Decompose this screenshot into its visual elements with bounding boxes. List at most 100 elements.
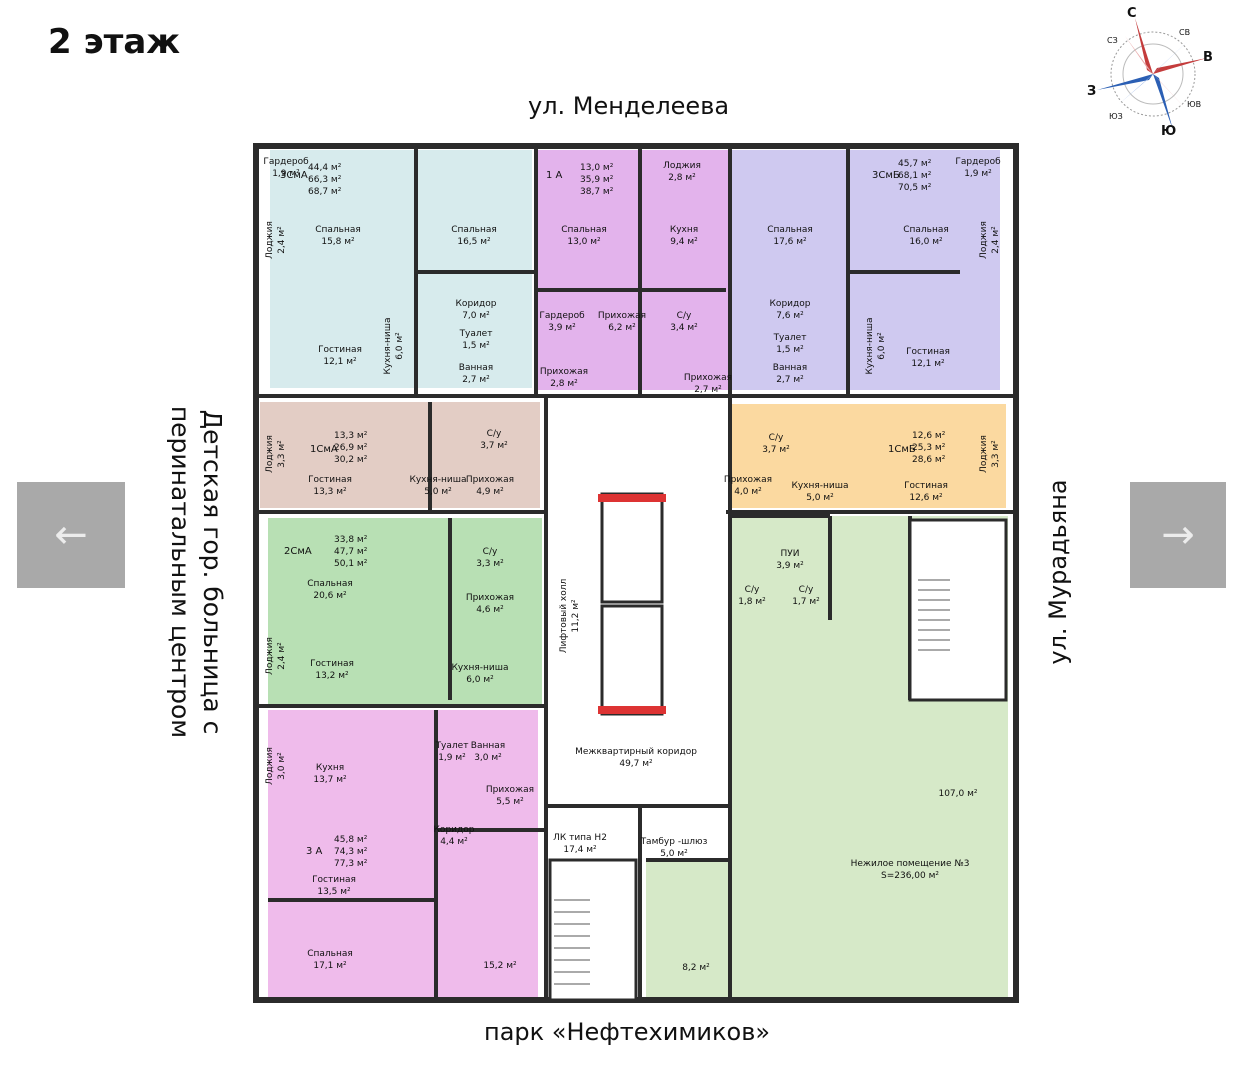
compass-north-label: С <box>1127 6 1137 21</box>
room-area: 6,2 м² <box>608 323 636 333</box>
room-name: Лифтовый холл <box>559 579 569 654</box>
room-area: 17,1 м² <box>313 961 347 971</box>
floor-title: 2 этаж <box>48 22 181 62</box>
room-name: С/у <box>677 311 692 321</box>
room-name: Ванная <box>773 363 807 373</box>
room-name: Гостиная <box>906 347 950 357</box>
apartment-2cma-area-3: 50,1 м² <box>334 559 368 569</box>
room-name: Спальная <box>451 225 497 235</box>
room-name: Лоджия <box>265 435 275 473</box>
apartment-3cma-area-2: 66,3 м² <box>308 175 342 185</box>
room-area: 3,3 м² <box>277 440 287 468</box>
room-name: ЛК типа Н2 <box>553 833 607 843</box>
room-name: Кухня-ниша <box>865 317 875 374</box>
room-area: 20,6 м² <box>313 591 347 601</box>
room-name: Туалет <box>435 741 469 751</box>
room-name: Гостиная <box>904 481 948 491</box>
street-bottom-label: парк «Нефтехимиков» <box>484 1018 771 1046</box>
room-area: 3,7 м² <box>762 445 790 455</box>
room-area: 2,4 м² <box>277 642 287 670</box>
room-name: Туалет <box>459 329 493 339</box>
apartment-1cma-type: 1СмА <box>310 444 338 455</box>
room-area: 17,4 м² <box>563 845 597 855</box>
room-area: 2,4 м² <box>991 226 1001 254</box>
room-area: 4,6 м² <box>476 605 504 615</box>
room-area: 5,5 м² <box>496 797 524 807</box>
room-area: 3,3 м² <box>476 559 504 569</box>
room-area: 1,5 м² <box>776 345 804 355</box>
room-name: Гостиная <box>310 659 354 669</box>
compass-ne-label: СВ <box>1179 28 1191 37</box>
compass-icon <box>1097 18 1207 130</box>
apartment-1cma-fill <box>260 402 540 508</box>
room-area: 13,5 м² <box>317 887 351 897</box>
street-right-label: ул. Мурадьяна <box>1044 479 1072 665</box>
room-area: 11,2 м² <box>571 599 581 633</box>
room-name: Прихожая <box>724 475 772 485</box>
apartment-3cma-area-1: 44,4 м² <box>308 163 342 173</box>
room-area: 13,0 м² <box>567 237 601 247</box>
compass-east-label: В <box>1203 50 1213 65</box>
apartment-3cma-type: 3СмА <box>280 170 308 181</box>
elevator-shaft <box>598 492 666 716</box>
room-area: 2,7 м² <box>694 385 722 395</box>
arrow-left-icon: ← <box>54 512 88 558</box>
apartment-3a-area-1: 45,8 м² <box>334 835 368 845</box>
street-left-label: Детская гор. больница с перинатальным це… <box>166 405 227 739</box>
apartment-1a-area-1: 13,0 м² <box>580 163 614 173</box>
room-name: Прихожая <box>684 373 732 383</box>
room-area: 2,7 м² <box>462 375 490 385</box>
room-name: С/у <box>769 433 784 443</box>
room-name: Кухня-ниша <box>409 475 466 485</box>
compass-sw-label: ЮЗ <box>1109 112 1123 121</box>
room-name: Межквартирный коридор <box>575 747 697 757</box>
room-name: Коридор <box>770 299 811 309</box>
previous-button[interactable]: ← <box>17 482 125 588</box>
room-name: Спальная <box>561 225 607 235</box>
apartment-3a-area-3: 77,3 м² <box>334 859 368 869</box>
room-name: Лоджия <box>979 221 989 259</box>
apartment-3cmb-type: 3СмБ <box>872 170 900 181</box>
room-area: 12,1 м² <box>323 357 357 367</box>
apartment-1cmb-area-1: 12,6 м² <box>912 431 946 441</box>
room-name: Спальная <box>903 225 949 235</box>
next-button[interactable]: → <box>1130 482 1226 588</box>
room-area: 3,7 м² <box>480 441 508 451</box>
room-area: 12,6 м² <box>909 493 943 503</box>
room-name: Прихожая <box>466 593 514 603</box>
apartment-3cma-fill <box>270 150 532 388</box>
room-area: 13,7 м² <box>313 775 347 785</box>
room-area: 13,3 м² <box>313 487 347 497</box>
room-name: Лоджия <box>265 747 275 785</box>
room-name: Кухня <box>670 225 698 235</box>
room-area: 1,5 м² <box>462 341 490 351</box>
apartment-1cmb-area-3: 28,6 м² <box>912 455 946 465</box>
apartment-1a-area-2: 35,9 м² <box>580 175 614 185</box>
room-name: Спальная <box>315 225 361 235</box>
compass-nw-label: СЗ <box>1107 36 1118 45</box>
apartment-2cma-type: 2СмА <box>284 546 312 557</box>
room-name: Гардероб <box>539 311 585 321</box>
room-name: Гардероб <box>955 157 1001 167</box>
room-name: Спальная <box>307 579 353 589</box>
apartment-3cmb-area-1: 45,7 м² <box>898 159 932 169</box>
street-top-label: ул. Менделеева <box>528 92 730 120</box>
room-name: Прихожая <box>466 475 514 485</box>
room-name: Коридор <box>456 299 497 309</box>
room-name: Тамбур -шлюз <box>640 837 708 847</box>
room-area: 17,6 м² <box>773 237 807 247</box>
room-name: Кухня <box>316 763 344 773</box>
room-area: 3,0 м² <box>474 753 502 763</box>
room-area: 2,8 м² <box>668 173 696 183</box>
arrow-right-icon: → <box>1161 512 1195 558</box>
room-area: 7,0 м² <box>462 311 490 321</box>
apartment-1a-fill <box>538 150 728 390</box>
room-name: Туалет <box>773 333 807 343</box>
room-area: 7,6 м² <box>776 311 804 321</box>
room-area: 16,0 м² <box>909 237 943 247</box>
room-name: Ванная <box>471 741 505 751</box>
room-name: Лоджия <box>979 435 989 473</box>
room-name: Кухня-ниша <box>451 663 508 673</box>
apartment-3a-type: 3 А <box>306 846 323 857</box>
room-area: 3,3 м² <box>991 440 1001 468</box>
